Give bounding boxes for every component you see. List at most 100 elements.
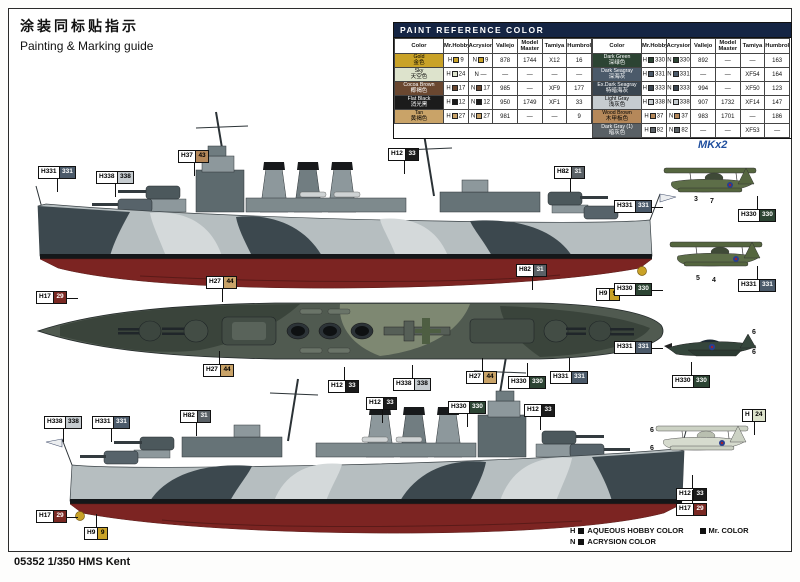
paint-chip-icon	[647, 71, 654, 78]
ship-side-view	[35, 111, 677, 289]
paint-chip-icon	[476, 113, 483, 120]
callout-aqueous-code: H330	[615, 284, 635, 295]
callout-aqueous-code: H82	[555, 167, 571, 178]
column-header: Model Master	[714, 38, 741, 54]
callout-aqueous-code: H330	[739, 210, 759, 221]
paint-cell: 163	[764, 53, 790, 68]
callout-aqueous-code: H27	[207, 277, 223, 288]
column-header: Color	[394, 38, 444, 54]
aircraft-quantity-label: MKx2	[698, 139, 728, 151]
paint-cell: 950	[492, 95, 518, 110]
paint-chip-icon	[674, 127, 681, 134]
legend-mrcolor-label: Mr. COLOR	[708, 526, 749, 535]
paint-cell: 33	[566, 95, 592, 110]
page-title-cn: 涂装同标贴指示	[20, 18, 139, 34]
callout-mrcolor-chip: 33	[692, 489, 707, 500]
paint-cell: XF53	[739, 123, 766, 138]
paint-cell: —	[492, 67, 518, 82]
paint-cell: 1732	[714, 95, 741, 110]
column-header: Vallejo	[492, 38, 518, 54]
paint-chip-icon	[672, 57, 679, 64]
column-header: Mr.Hobby	[641, 38, 667, 54]
callout-aqueous-code: H330	[509, 377, 529, 388]
callout-mrcolor-chip: 31	[196, 411, 211, 422]
aircraft-part-number: 4	[712, 277, 716, 284]
paint-cell: —	[541, 109, 568, 124]
paint-cell: 878	[492, 53, 518, 68]
aircraft-part-number: 5	[696, 275, 700, 282]
color-name-cell: Dark Gray (1)暗灰色	[592, 123, 642, 138]
callout-mrcolor-chip: 33	[404, 149, 419, 160]
callout-aqueous-code: H12	[329, 381, 345, 392]
paint-chip-icon	[672, 99, 679, 106]
callout-aqueous-code: H27	[204, 365, 220, 376]
aircraft-part-number: 6	[752, 349, 756, 356]
paint-cell: —	[516, 67, 543, 82]
callout-aqueous-code: H330	[673, 376, 693, 387]
paint-chip-icon	[477, 57, 484, 64]
column-header: Color	[592, 38, 642, 54]
aircraft-part-number: 3	[694, 196, 698, 203]
column-header: Acrysion	[467, 38, 494, 54]
callout-aqueous-code: H9	[85, 528, 98, 539]
paint-chip-icon	[649, 113, 656, 120]
callout-aqueous-code: H331	[551, 372, 571, 383]
callout-mrcolor-chip: 24	[751, 410, 765, 421]
paint-cell: 186	[764, 109, 790, 124]
callout-mrcolor-chip: 43	[194, 151, 209, 162]
callout-mrcolor-chip: 331	[112, 417, 130, 428]
callout-mrcolor-chip: 9	[97, 528, 107, 539]
callout-mrcolor-chip: 33	[540, 405, 555, 416]
callout-mrcolor-chip: 29	[52, 511, 67, 522]
column-header: Acrysion	[665, 38, 692, 54]
paint-chip-icon	[672, 85, 679, 92]
paint-cell: —	[739, 109, 766, 124]
callout-aqueous-code: H37	[179, 151, 195, 162]
paint-cell: —	[714, 53, 741, 68]
paint-chip-icon	[451, 85, 458, 92]
paint-cell: 9	[566, 109, 592, 124]
callout-aqueous-code: H330	[449, 402, 469, 413]
callout-aqueous-code: H12	[677, 489, 693, 500]
callout-aqueous-code: H331	[93, 417, 113, 428]
callout-mrcolor-chip: 31	[570, 167, 585, 178]
paint-cell: —	[714, 81, 741, 96]
callout-aqueous-code: H	[743, 410, 752, 421]
legend-h-prefix: H	[570, 526, 576, 535]
ship-plan-view	[36, 302, 664, 360]
page-title-en: Painting & Marking guide	[20, 39, 154, 53]
paint-cell: 147	[764, 95, 790, 110]
callout-aqueous-code: H82	[517, 265, 533, 276]
callout-aqueous-code: H17	[37, 292, 53, 303]
